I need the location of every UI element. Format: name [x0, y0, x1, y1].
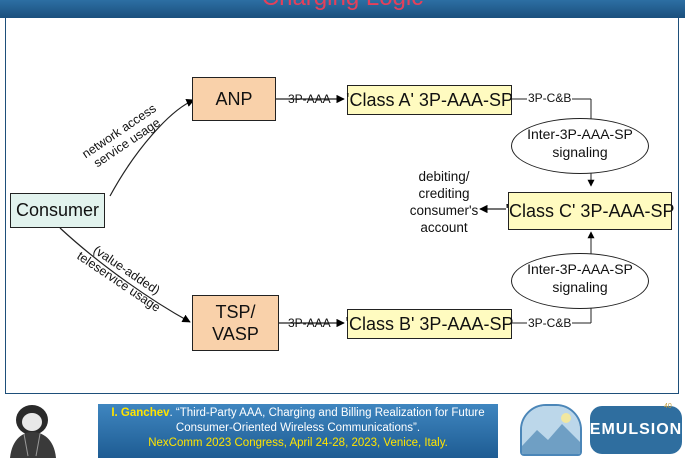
- signaling-top-line1: Inter-3P-AAA-SP: [527, 126, 633, 142]
- anp-node: ANP: [192, 77, 276, 121]
- signaling-bottom-line2: signaling: [552, 279, 608, 295]
- debit-line3: consumer's: [409, 203, 479, 218]
- anp-3p-aaa-label: 3P-AAA: [288, 92, 331, 106]
- footer-venue: NexComm 2023 Congress, April 24-28, 2023…: [148, 437, 448, 449]
- footer-citation: I. Ganchev. “Third-Party AAA, Charging a…: [98, 404, 498, 458]
- title-bar: Charging Logic: [0, 0, 685, 18]
- class-c-sp-node: 'Class C' 3P-AAA-SP: [505, 192, 675, 230]
- signaling-top-line2: signaling: [552, 144, 608, 160]
- consumer-label: Consumer: [15, 200, 100, 220]
- debit-line1: debiting/: [418, 169, 470, 184]
- debiting-crediting-note: debiting/ crediting consumer's account: [396, 168, 492, 236]
- debit-line2: crediting: [418, 186, 470, 201]
- tsp-3p-aaa-label: 3P-AAA: [288, 316, 331, 330]
- inter-sp-signaling-bottom: Inter-3P-AAA-SP signaling: [511, 253, 649, 309]
- consumer-to-tsp-arrow: [59, 227, 191, 323]
- class-a-label: 'Class A' 3P-AAA-SP: [346, 89, 513, 110]
- author-logo: [2, 400, 62, 463]
- class-b-cb-label: 3P-C&B: [527, 316, 573, 330]
- footer-author: I. Ganchev: [111, 407, 170, 419]
- signaling-bottom-line1: Inter-3P-AAA-SP: [527, 261, 633, 277]
- consumer-to-anp-arrow: [109, 99, 195, 197]
- class-b-sp-node: 'Class B' 3P-AAA-SP: [345, 309, 514, 339]
- emulsion-logo: EMULSION: [590, 406, 682, 454]
- class-c-label: 'Class C' 3P-AAA-SP: [505, 200, 675, 221]
- class-a-cb-label: 3P-C&B: [527, 91, 573, 105]
- tsp-vasp-node: TSP/ VASP: [192, 295, 279, 351]
- footer-citation-text: . “Third-Party AAA, Charging and Billing…: [169, 407, 485, 434]
- class-b-label: 'Class B' 3P-AAA-SP: [345, 313, 514, 334]
- consumer-node: Consumer: [10, 193, 105, 228]
- slide-title: Charging Logic: [0, 0, 685, 10]
- class-a-sp-node: 'Class A' 3P-AAA-SP: [346, 85, 513, 115]
- debit-line4: account: [420, 220, 468, 235]
- anp-label: ANP: [215, 89, 253, 109]
- tsp-label: TSP/: [215, 302, 256, 322]
- slide-frame: [5, 18, 679, 394]
- page-number: 40: [664, 403, 672, 410]
- emulsion-picture: [520, 404, 582, 456]
- inter-sp-signaling-top: Inter-3P-AAA-SP signaling: [511, 118, 649, 174]
- vasp-label: VASP: [212, 324, 259, 344]
